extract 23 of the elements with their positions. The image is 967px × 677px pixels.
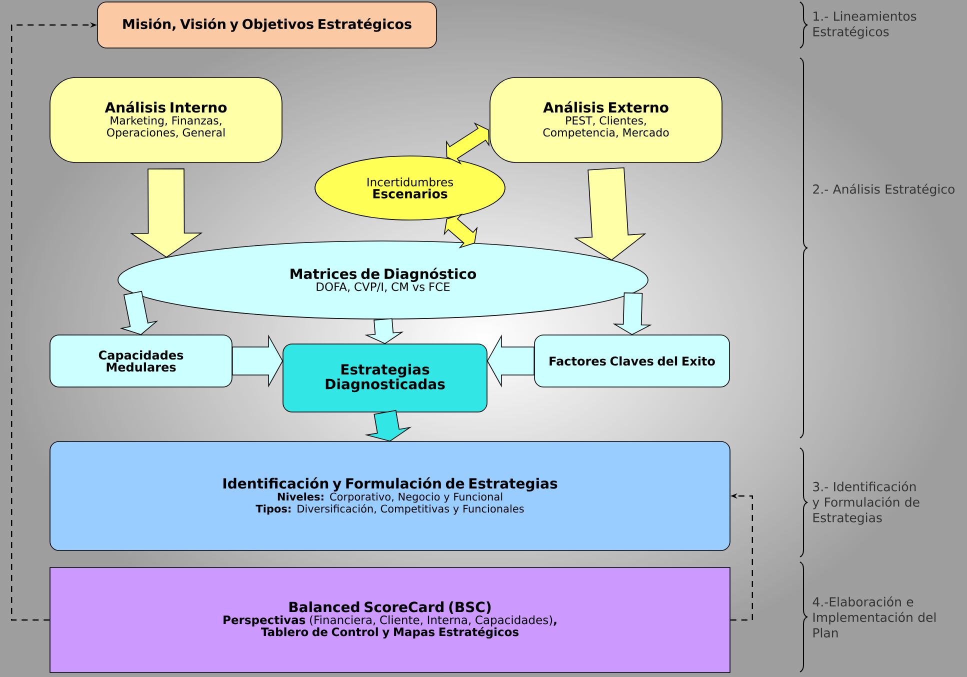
block-arrow	[486, 334, 534, 388]
rounded-box: Análisis Externo PEST, Clientes, Competencia, Mercado	[490, 77, 722, 163]
block-arrow	[612, 292, 652, 336]
block-arrow	[444, 214, 478, 248]
block-arrow	[364, 318, 404, 344]
process-box: Balanced ScoreCard (BSC) Perspectivas (Financiera, Cliente, Interna, Capacidades), Tablero de Control y Mapas Estratégicos	[50, 567, 730, 673]
process-box: Estrategias Diagnosticadas	[282, 344, 488, 412]
block-arrow	[120, 290, 158, 336]
process-box: Factores Claves del Exito	[534, 334, 730, 388]
heading-box: Misión, Visión y Objetivos Estratégicos	[97, 2, 437, 48]
block-arrow	[364, 410, 412, 442]
section-label: 1.- Lineamientos Estratégicos	[813, 11, 916, 39]
section-label: 2.- Análisis Estratégico	[813, 184, 954, 196]
block-arrow	[130, 168, 203, 258]
rounded-box: Análisis Interno Marketing, Finanzas, Operaciones, General	[50, 77, 282, 163]
block-arrow	[574, 167, 646, 260]
process-box: Capacidades Medulares	[50, 334, 232, 388]
section-label: 4.-Elaboración e Implementación del Plan	[812, 596, 936, 638]
ellipse-node: Incertidumbres Escenarios	[314, 156, 506, 220]
ellipse-node: Matrices de Diagnóstico DOFA, CVP/I, CM vs FCE	[118, 240, 648, 320]
block-arrow	[232, 334, 284, 388]
process-box: Identificación y Formulación de Estrategias Niveles: Corporativo, Negocio y Funcional Tipos: Diversificación, Competitivas y Funcionales	[50, 441, 730, 551]
section-label: 3.- Identificación y Formulación de Estrategias	[812, 481, 920, 525]
